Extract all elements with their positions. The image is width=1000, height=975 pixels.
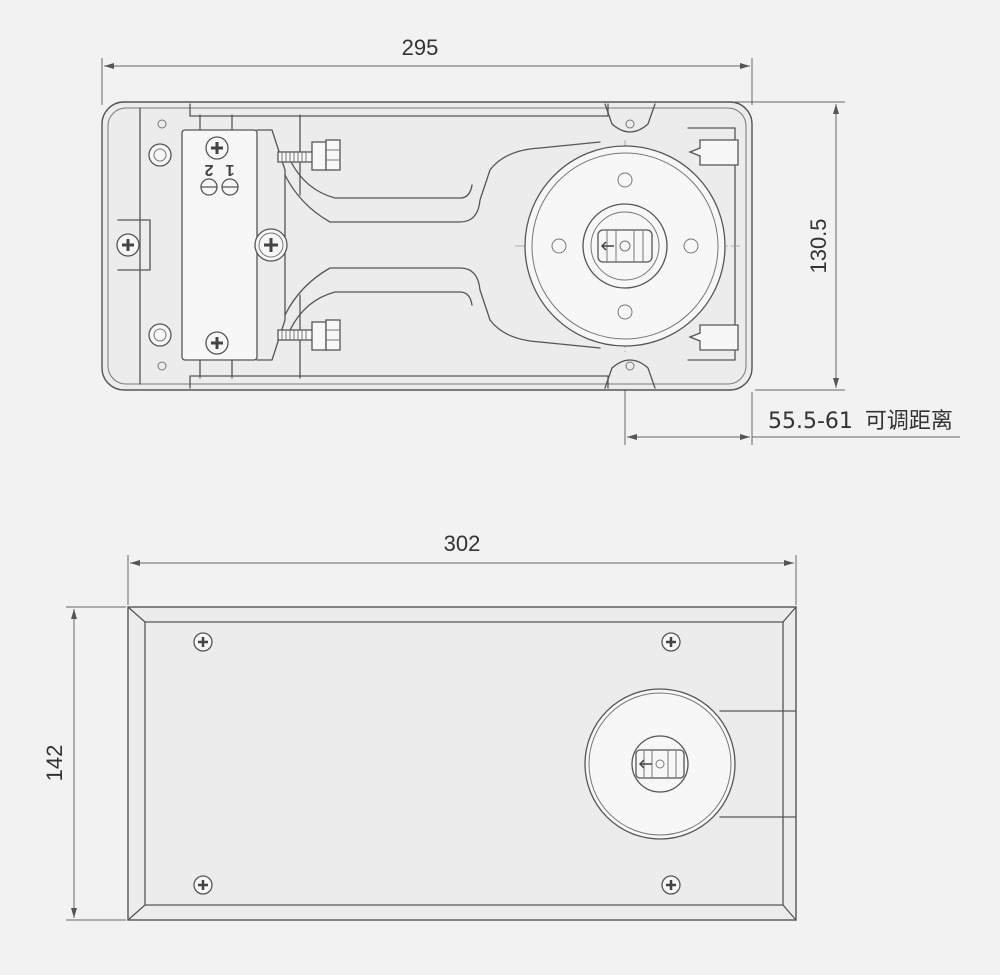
height-label-bottom: 142 <box>42 745 67 782</box>
valve-label-2: 2 <box>204 161 213 178</box>
adjust-note-label: 可调距离 <box>865 409 953 434</box>
spindle-disk-top <box>515 140 740 352</box>
bottom-flange <box>189 375 609 389</box>
height-label-top: 130.5 <box>806 218 831 273</box>
width-label-top: 295 <box>402 35 439 60</box>
valve-label-1: 1 <box>225 161 234 178</box>
dimension-adjust: 55.5-61 可调距离 <box>624 368 960 445</box>
phillips-screw-icon <box>254 228 288 262</box>
dimension-width-top: 295 <box>101 35 753 105</box>
phillips-screw-icon <box>661 632 681 652</box>
dimension-height-bottom: 142 <box>42 606 126 921</box>
phillips-screw-icon <box>193 632 213 652</box>
width-label-bottom: 302 <box>444 531 481 556</box>
adjust-bolt-upper <box>277 139 341 171</box>
arrow-left-icon <box>600 241 614 251</box>
phillips-screw-icon <box>205 136 229 160</box>
right-clips <box>688 139 739 351</box>
spindle-disk-bottom <box>584 688 797 840</box>
phillips-screw-icon <box>116 233 140 257</box>
adjust-range-label: 55.5-61 <box>768 409 853 434</box>
phillips-screw-icon <box>193 875 213 895</box>
side-screw-tab <box>117 219 151 271</box>
top-view: 295 130.5 55.5-61 可调距离 <box>101 35 960 445</box>
valve-block <box>181 129 258 361</box>
phillips-screw-icon <box>661 875 681 895</box>
adjust-valve-icon: 2 1 <box>200 161 239 196</box>
upper-arm <box>284 141 601 223</box>
top-flange <box>189 103 609 117</box>
phillips-screw-icon <box>205 331 229 355</box>
dimension-height-top: 130.5 <box>735 101 845 391</box>
adjust-bolt-lower <box>277 319 341 351</box>
lower-arm <box>284 267 601 349</box>
bottom-view: 302 142 <box>42 531 797 921</box>
dimension-width-bottom: 302 <box>127 531 797 605</box>
arrow-left-icon <box>638 759 652 769</box>
mounting-holes-top <box>148 103 656 389</box>
